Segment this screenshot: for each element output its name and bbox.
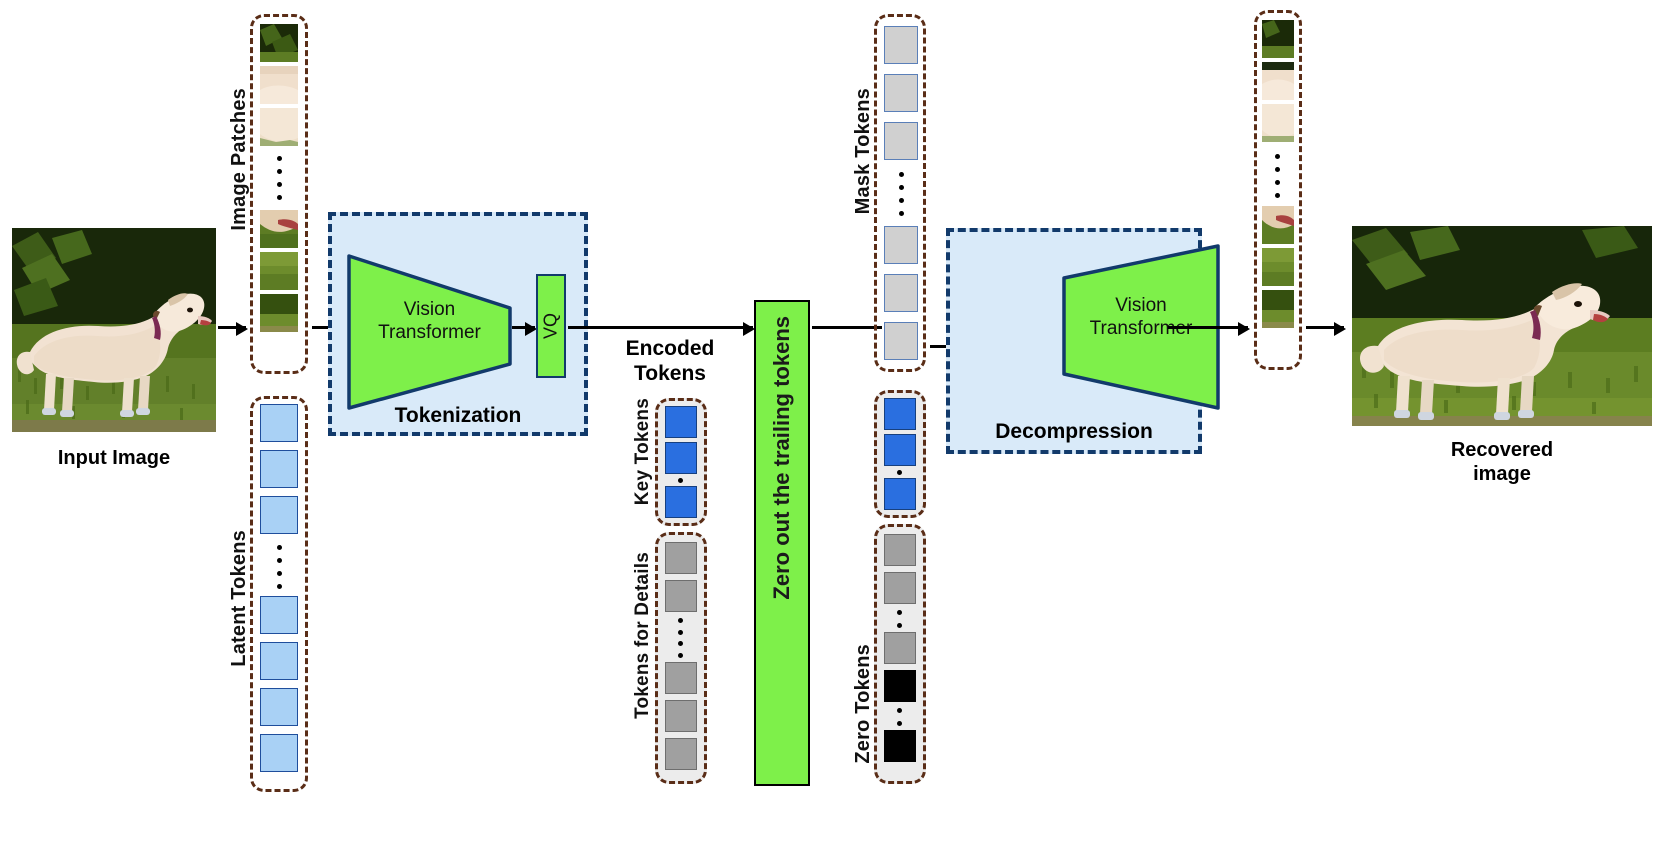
- image-patches-group: [250, 14, 308, 374]
- zero-out-bar: Zero out the trailing tokens: [754, 300, 810, 786]
- latent-token: [260, 642, 298, 680]
- image-patches-ellipsis: [276, 156, 282, 200]
- zero-group-gray-token: [884, 534, 916, 566]
- image-patch: [260, 108, 298, 146]
- image-patches-label: Image Patches: [228, 88, 250, 231]
- mask-token: [884, 274, 918, 312]
- input-image-photo: [12, 228, 216, 432]
- recovered-caption-line1: Recovered: [1450, 439, 1554, 461]
- latent-token: [260, 688, 298, 726]
- image-patch: [260, 294, 298, 332]
- vt-line2: Transformer: [1089, 318, 1193, 340]
- recovered-patches-ellipsis: [1274, 154, 1280, 198]
- vt-line1: Vision: [403, 299, 456, 320]
- vt-line1: Vision: [1115, 295, 1167, 316]
- recovered-patch: [1262, 104, 1294, 142]
- decompression-vision-transformer: Vision Transformer: [1062, 244, 1220, 410]
- zero-out-label: Zero out the trailing tokens: [769, 316, 794, 600]
- latent-tokens-label: Latent Tokens: [228, 530, 250, 667]
- arrow-patches-to-recovered: [1306, 322, 1346, 336]
- line-zerobar-to-masktokens: [812, 326, 882, 329]
- zero-tokens-ellipsis-lower: [897, 708, 902, 726]
- encoded-tokens-label: Encoded Tokens: [600, 336, 740, 386]
- latent-token: [260, 496, 298, 534]
- decompression-vt-label: Vision Transformer: [1062, 294, 1220, 340]
- recovered-image-photo: [1352, 226, 1652, 426]
- latent-tokens-ellipsis: [276, 545, 282, 589]
- vq-label: VQ: [540, 312, 561, 340]
- key-token: [665, 406, 697, 438]
- latent-token: [260, 404, 298, 442]
- encoded-tokens-line1: Encoded: [625, 337, 715, 360]
- arrow-vt-to-vq: [512, 322, 537, 336]
- tokens-for-details-label: Tokens for Details: [632, 552, 653, 719]
- recovered-patch: [1262, 62, 1294, 100]
- latent-token: [260, 596, 298, 634]
- detail-token: [665, 662, 697, 694]
- mask-token: [884, 122, 918, 160]
- key-token: [665, 486, 697, 518]
- recovered-image-caption: Recovered image: [1352, 438, 1652, 486]
- tokenization-vision-transformer: Vision Transformer: [347, 254, 512, 410]
- mask-tokens-label: Mask Tokens: [852, 88, 874, 215]
- arrow-vq-to-zerobar: [568, 322, 755, 336]
- zero-token: [884, 670, 916, 702]
- tokenization-vt-label: Vision Transformer: [347, 298, 512, 344]
- image-patch: [260, 66, 298, 104]
- recovered-patch: [1262, 248, 1294, 286]
- key-token: [665, 442, 697, 474]
- detail-token: [665, 738, 697, 770]
- mask-token: [884, 226, 918, 264]
- arrow-input-to-patches: [218, 322, 248, 336]
- decompression-title: Decompression: [995, 420, 1153, 443]
- arrow-decompression-to-patches: [1168, 322, 1250, 336]
- zero-tokens-ellipsis-upper: [897, 610, 902, 628]
- tokenization-title: Tokenization: [394, 404, 522, 427]
- key-tokens-label: Key Tokens: [632, 398, 653, 506]
- key-token: [884, 398, 916, 430]
- image-patch: [260, 252, 298, 290]
- mask-tokens-ellipsis: [898, 172, 904, 216]
- tokens-for-details-ellipsis: [678, 618, 683, 658]
- image-patch: [260, 210, 298, 248]
- detail-token: [665, 542, 697, 574]
- zero-tokens-label: Zero Tokens: [852, 644, 874, 764]
- zero-token: [884, 730, 916, 762]
- detail-token: [665, 700, 697, 732]
- zero-group-gray-token: [884, 572, 916, 604]
- vq-box: VQ: [536, 274, 566, 378]
- mask-token: [884, 26, 918, 64]
- recovered-patch: [1262, 20, 1294, 58]
- detail-token: [665, 580, 697, 612]
- latent-tokens-group: [250, 396, 308, 792]
- recovered-patch: [1262, 206, 1294, 244]
- mask-token: [884, 74, 918, 112]
- mask-token: [884, 322, 918, 360]
- latent-token: [260, 450, 298, 488]
- latent-token: [260, 734, 298, 772]
- key-token: [884, 434, 916, 466]
- zero-group-gray-token: [884, 632, 916, 664]
- encoded-tokens-line2: Tokens: [634, 362, 706, 386]
- recovered-patch: [1262, 290, 1294, 328]
- input-image-caption: Input Image: [57, 447, 171, 469]
- key-token: [884, 478, 916, 510]
- image-patch: [260, 24, 298, 62]
- recovered-caption-line2: image: [1473, 463, 1531, 485]
- mask-tokens-group: [874, 14, 926, 372]
- vt-line2: Transformer: [378, 322, 481, 344]
- recovered-patches-group: [1254, 10, 1302, 370]
